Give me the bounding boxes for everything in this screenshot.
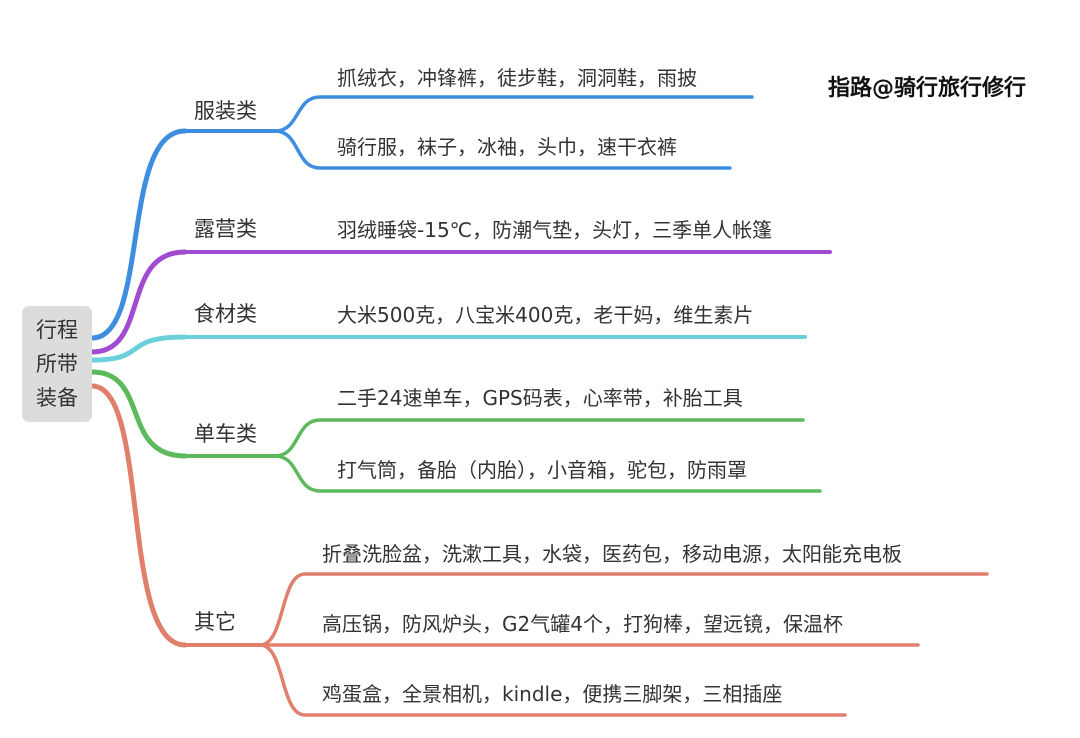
category-underlines [183,129,832,647]
leaf-branch-4-2 [258,643,847,717]
root-line-2: 所带 [36,352,78,376]
branch-4 [89,383,188,648]
category-food: 食材类 [194,302,257,326]
category-bike: 单车类 [194,422,257,446]
category-other: 其它 [194,610,236,634]
leaf-camping-1: 羽绒睡袋-15℃，防潮气垫，头灯，三季单人帐篷 [337,218,773,242]
leaf-clothing-2: 骑行服，袜子，冰袖，头巾，速干衣裤 [337,135,677,159]
root-node: 行程 所带 装备 [22,306,92,422]
leaf-bike-2: 打气筒，备胎（内胎），小音箱，驼包，防雨罩 [337,458,747,482]
leaf-other-1: 折叠洗脸盆，洗漱工具，水袋，医药包，移动电源，太阳能充电板 [322,542,902,566]
root-branches [89,128,188,648]
branch-2 [89,334,188,363]
leaf-clothing-1: 抓绒衣，冲锋裤，徒步鞋，洞洞鞋，雨披 [337,66,697,90]
leaf-branches [258,95,989,717]
leaf-bike-1: 二手24速单车，GPS码表，心率带，补胎工具 [337,386,743,410]
branch-1 [89,249,188,355]
branch-3 [89,369,188,459]
root-line-1: 行程 [36,318,78,342]
leaf-branch-0-1 [273,129,732,170]
leaf-other-3: 鸡蛋盒，全景相机，kindle，便携三脚架，三相插座 [322,682,783,706]
branch-0 [89,128,188,341]
leaf-branch-3-0 [273,418,805,458]
category-camping: 露营类 [194,217,257,241]
leaf-food-1: 大米500克，八宝米400克，老干妈，维生素片 [337,303,754,327]
root-line-3: 装备 [36,386,78,410]
leaf-other-2: 高压锅，防风炉头，G2气罐4个，打狗棒，望远镜，保温杯 [322,612,843,636]
category-clothing: 服装类 [194,99,257,123]
leaf-branch-4-0 [258,572,989,647]
leaf-branch-0-0 [273,95,754,133]
leaf-branch-3-1 [273,454,822,493]
watermark: 指路@骑行旅行修行 [828,76,1027,101]
